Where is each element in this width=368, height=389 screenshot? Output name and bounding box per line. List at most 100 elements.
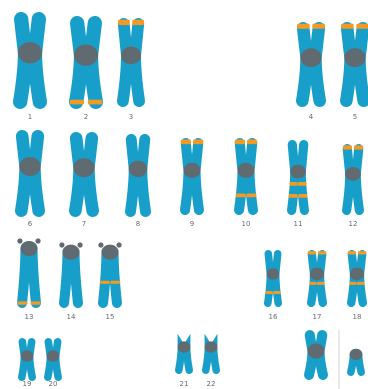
band-marker <box>70 100 84 105</box>
band-marker <box>289 194 298 198</box>
band-marker <box>100 281 110 284</box>
band-marker <box>356 282 364 285</box>
centromere <box>307 343 324 358</box>
chromosome-17: 17 <box>308 251 327 321</box>
band-marker <box>354 145 363 149</box>
chromosome-label: 2 <box>84 113 88 121</box>
chromosome-8: 8 <box>129 139 148 228</box>
band-marker <box>236 193 246 197</box>
centromere <box>237 163 254 178</box>
chromosome-label: 10 <box>242 220 251 228</box>
centromere <box>19 157 40 176</box>
chromosome-4: 4 <box>297 24 325 121</box>
chromosome-label: 14 <box>67 313 76 321</box>
band-marker <box>265 291 273 294</box>
band-marker <box>17 301 27 304</box>
centromere <box>62 245 79 260</box>
chromosome-21: 21 <box>178 341 191 388</box>
band-marker <box>193 140 203 145</box>
chromosome-label: 21 <box>180 380 189 388</box>
centromere <box>183 163 200 178</box>
chromosome-label: 6 <box>28 220 33 228</box>
centromere <box>310 268 324 281</box>
centromere <box>73 158 94 177</box>
chromosome-label: 15 <box>106 313 115 321</box>
band-marker <box>312 24 325 29</box>
centromere <box>290 165 306 179</box>
chromosome-7: 7 <box>73 138 94 228</box>
chromosome-label: 9 <box>190 220 194 228</box>
chromosome-12: 12 <box>343 145 363 228</box>
band-marker <box>298 194 307 198</box>
band-marker <box>341 24 354 29</box>
chromosome-3: 3 <box>118 20 144 121</box>
satellite <box>35 238 40 243</box>
band-marker <box>316 282 324 285</box>
band-marker <box>88 100 102 105</box>
satellite <box>77 242 82 247</box>
centromere <box>20 241 37 256</box>
band-marker <box>356 24 368 29</box>
band-marker <box>235 140 245 145</box>
satellite <box>98 242 103 247</box>
centromere <box>18 42 42 63</box>
satellite <box>116 242 121 247</box>
chromosome-label: 13 <box>25 313 34 321</box>
band-marker <box>110 281 120 284</box>
chromosome-X <box>307 335 324 375</box>
chromosome-9: 9 <box>181 140 203 228</box>
chromosome-5: 5 <box>341 24 368 121</box>
centromere <box>74 44 98 65</box>
band-marker <box>118 20 130 25</box>
centromere <box>129 161 148 177</box>
centromere <box>344 48 365 67</box>
chromosome-label: 19 <box>23 380 32 388</box>
band-marker <box>348 251 356 254</box>
band-marker <box>247 140 257 145</box>
chromosome-19: 19 <box>21 342 34 388</box>
chromosome-label: 1 <box>28 113 32 121</box>
band-marker <box>31 301 41 304</box>
chromosome-14: 14 <box>59 242 82 321</box>
chromosome-11: 11 <box>289 145 308 228</box>
centromere <box>350 349 363 360</box>
satellite <box>17 238 22 243</box>
chromosome-2: 2 <box>70 23 102 121</box>
chromosome-label: 17 <box>313 313 322 321</box>
centromere <box>101 245 118 260</box>
chromosome-label: 7 <box>82 220 86 228</box>
chromosome-6: 6 <box>19 136 40 228</box>
chromosome-label: 3 <box>129 113 133 121</box>
chromosome-label: 22 <box>207 380 216 388</box>
satellite <box>59 242 64 247</box>
chromosome-label: 20 <box>49 380 58 388</box>
centromere <box>21 350 34 361</box>
chromosome-Y <box>350 349 363 372</box>
chromosome-label: 5 <box>353 113 357 121</box>
band-marker <box>358 251 366 254</box>
centromere <box>267 268 280 279</box>
chromosome-18: 18 <box>348 251 367 321</box>
band-marker <box>273 291 281 294</box>
centromere <box>47 350 60 361</box>
chromosome-label: 16 <box>269 313 278 321</box>
chromosome-1: 1 <box>18 19 42 121</box>
chromosome-10: 10 <box>235 140 257 228</box>
band-marker <box>297 24 310 29</box>
band-marker <box>308 251 316 254</box>
chromosome-label: 4 <box>309 113 314 121</box>
band-marker <box>246 193 256 197</box>
chromosome-15: 15 <box>98 242 121 321</box>
band-marker <box>181 140 191 145</box>
chromosome-label: 18 <box>353 313 362 321</box>
chromosome-label: 12 <box>349 220 358 228</box>
centromere <box>300 48 321 67</box>
band-marker <box>297 182 306 186</box>
chromosome-20: 20 <box>47 342 60 388</box>
chromosome-22: 22 <box>205 341 218 388</box>
chromosome-label: 11 <box>294 220 303 228</box>
centromere <box>345 167 361 181</box>
chromosome-13: 13 <box>17 238 40 321</box>
